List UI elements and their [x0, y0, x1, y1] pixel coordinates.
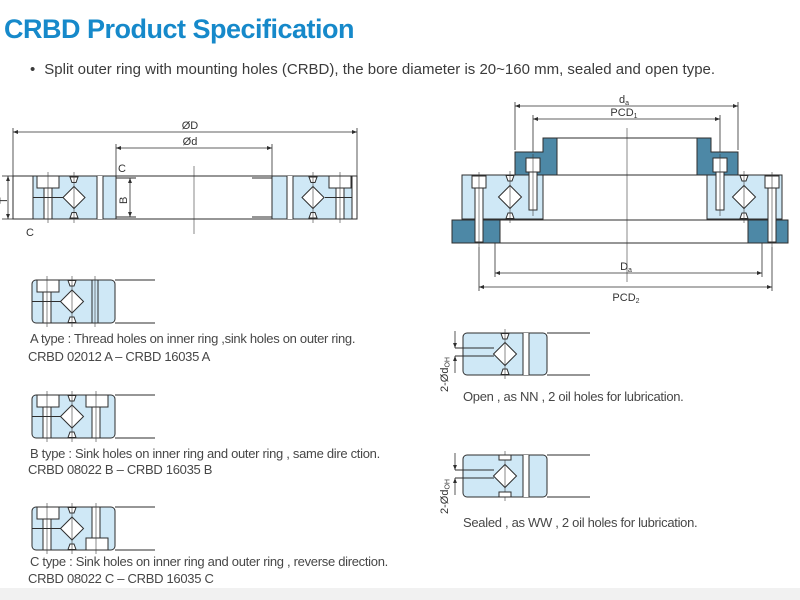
type-a-description: A type : Thread holes on inner ring ,sin… — [30, 331, 356, 346]
open-variant-diagram: 2-ØdOH — [439, 329, 590, 392]
type-a-range: CRBD 02012 A – CRBD 16035 A — [28, 349, 210, 364]
bearing-body — [12, 172, 358, 223]
bullet-item: • Split outer ring with mounting holes (C… — [30, 61, 715, 78]
mounting-diagram: da PCD1 — [451, 94, 789, 305]
housing-and-bearing — [451, 137, 789, 247]
type-b-description: B type : Sink holes on inner ring and ou… — [30, 446, 380, 461]
oil-hole-label-open: 2-ØdOH — [439, 357, 452, 392]
bullet-text: Split outer ring with mounting holes (CR… — [44, 61, 716, 78]
dim-bore-diameter: Ød — [115, 136, 273, 176]
sealed-section — [455, 451, 590, 501]
page-title: CRBD Product Specification — [4, 14, 355, 44]
bottom-band — [0, 588, 800, 600]
open-section — [455, 329, 590, 379]
dim-label-t: T — [0, 197, 10, 204]
dim-pcd1: PCD1 — [532, 107, 721, 156]
type-c-section — [31, 503, 155, 554]
dim-pcd2: PCD2 — [478, 247, 773, 305]
type-b-diagram — [31, 391, 155, 442]
sealed-caption: Sealed , as WW , 2 oil holes for lubrica… — [463, 515, 698, 530]
dim-label-pcd1: PCD1 — [610, 107, 637, 120]
dim-label-da: da — [619, 94, 629, 107]
chamfer-label-c-bottom: C — [26, 227, 34, 239]
type-c-range: CRBD 08022 C – CRBD 16035 C — [28, 571, 214, 586]
dim-label-bore: Ød — [183, 136, 198, 148]
type-c-description: C type : Sink holes on inner ring and ou… — [30, 554, 388, 569]
chamfer-label-c-top: C — [118, 163, 126, 175]
oil-hole-dimension: 2-ØdOH — [439, 453, 457, 514]
open-caption: Open , as NN , 2 oil holes for lubricati… — [463, 389, 684, 404]
dim-inner-width-b: B — [118, 178, 132, 217]
oil-hole-label-sealed: 2-ØdOH — [439, 479, 452, 514]
type-a-section — [31, 276, 155, 327]
dim-label-pcd2: PCD2 — [612, 292, 639, 305]
dim-Da: Da — [494, 243, 763, 277]
type-b-section — [31, 391, 155, 442]
main-cross-section-diagram: ØD Ød — [0, 120, 358, 239]
type-a-diagram — [31, 276, 155, 327]
oil-hole-dimension: 2-ØdOH — [439, 331, 457, 392]
bullet-marker: • — [30, 61, 36, 78]
dim-outer-diameter: ØD — [12, 120, 358, 176]
type-c-diagram — [31, 503, 155, 554]
sealed-variant-diagram: 2-ØdOH — [439, 451, 590, 514]
type-b-range: CRBD 08022 B – CRBD 16035 B — [28, 462, 213, 477]
dim-label-od: ØD — [182, 120, 199, 132]
dim-label-Da: Da — [620, 261, 632, 274]
dim-da: da — [514, 94, 739, 150]
dim-label-b: B — [118, 197, 130, 204]
dim-height-t: T — [0, 175, 14, 220]
